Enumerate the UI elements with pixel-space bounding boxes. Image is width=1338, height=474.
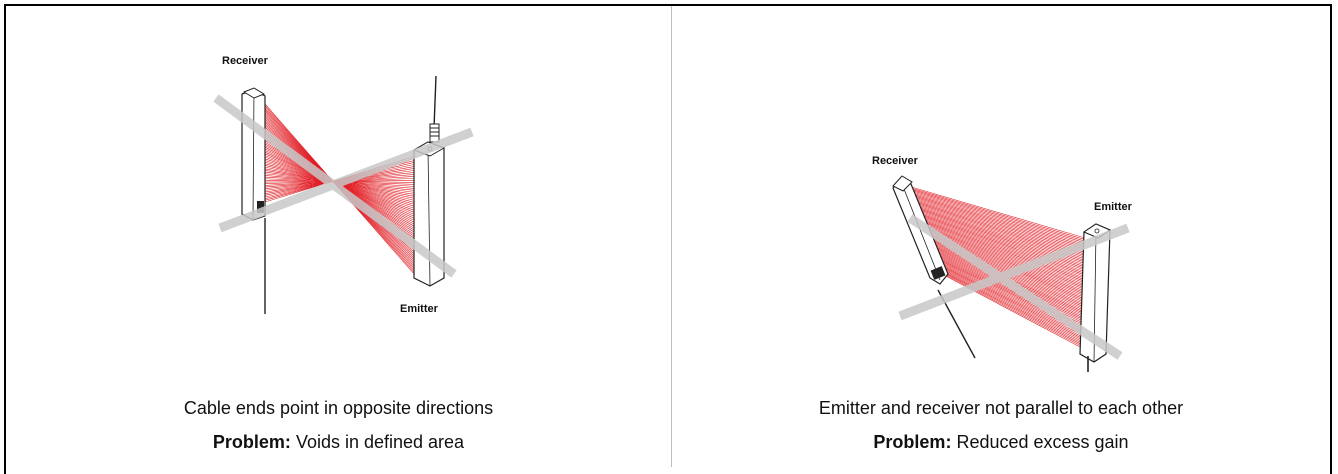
beam-line — [914, 203, 1085, 261]
beam-line — [940, 269, 1083, 344]
beam-line — [909, 190, 1085, 245]
beam-line — [941, 272, 1083, 347]
beam-line — [921, 221, 1084, 283]
illustration-opposite-cables: Receiver Emitter — [213, 55, 474, 315]
beam-line — [924, 227, 1084, 291]
beam-line — [914, 202, 1085, 260]
panel-divider — [671, 6, 672, 467]
beam-line — [937, 263, 1083, 336]
beam-line — [912, 197, 1085, 253]
beam-line — [908, 186, 1086, 240]
beam-line — [918, 213, 1085, 274]
panel-not-parallel: Receiver Emitter Emitter and receiver no… — [672, 6, 1330, 467]
beam-line — [938, 264, 1083, 338]
emitter-label: Emitter — [400, 303, 439, 315]
beam-line — [920, 217, 1085, 279]
beam-line — [919, 216, 1085, 277]
receiver-label: Receiver — [872, 155, 919, 167]
emitter-connector — [429, 123, 440, 143]
beam-line — [912, 198, 1085, 255]
receiver-unit — [892, 175, 949, 285]
caption: Cable ends point in opposite directions — [183, 398, 494, 418]
problem-text: Voids in defined area — [295, 432, 465, 452]
illustration-not-parallel: Receiver Emitter — [872, 155, 1133, 372]
beam-line — [918, 212, 1085, 272]
beam-line — [921, 220, 1084, 282]
x-mark — [898, 214, 1130, 360]
problem-label: Problem: — [212, 432, 291, 452]
beam-line — [938, 266, 1083, 339]
beam-line — [919, 215, 1085, 275]
caption: Emitter and receiver not parallel to eac… — [818, 398, 1184, 418]
emitter-label: Emitter — [1094, 201, 1133, 213]
problem-text: Reduced excess gain — [956, 432, 1129, 452]
panel-opposite-cables: Receiver Emitter Cable ends point in opp… — [6, 6, 671, 467]
problem-label: Problem: — [873, 432, 952, 452]
beam-line — [909, 189, 1085, 244]
beam-line — [939, 267, 1083, 341]
beam-line — [911, 194, 1085, 250]
emitter-cable — [433, 75, 437, 129]
beam-line — [913, 199, 1085, 256]
x-mark — [213, 94, 474, 278]
beam-line — [923, 225, 1084, 288]
beam-line — [908, 188, 1085, 242]
beam-line — [939, 268, 1083, 342]
beam-line — [910, 192, 1085, 247]
problem-line: Problem: Voids in defined area — [6, 431, 671, 453]
beam-line — [922, 223, 1084, 287]
beam-line — [907, 185, 1086, 239]
receiver-unit — [241, 87, 266, 221]
beam-line — [922, 222, 1084, 285]
beam-line — [923, 226, 1084, 290]
problem-line: Problem: Reduced excess gain — [672, 431, 1330, 453]
beam-line — [940, 271, 1083, 346]
receiver-label: Receiver — [222, 55, 269, 67]
figure-frame — [4, 4, 1332, 474]
beam-line — [911, 195, 1085, 252]
beam-line — [913, 201, 1085, 258]
beam-line — [920, 218, 1084, 280]
beam-line — [937, 262, 1083, 334]
beam-line — [910, 193, 1085, 248]
